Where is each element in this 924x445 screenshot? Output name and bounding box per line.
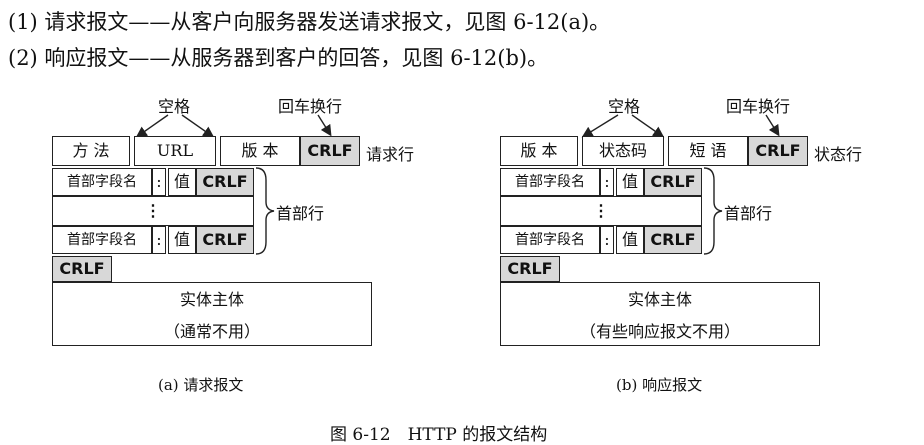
- request-line-crlf: CRLF: [300, 136, 360, 166]
- header-colon-2: :: [600, 226, 614, 254]
- figure-caption: 图 6-12 HTTP 的报文结构: [330, 425, 548, 445]
- response-message-diagram: 空格 回车换行 版 本 状态码 短 语 CRLF 状态行 首部字段名 : 值 C…: [448, 88, 868, 394]
- status-code-field: 状态码: [582, 136, 664, 166]
- crlf-top-label: 回车换行: [726, 97, 791, 116]
- space-arrow-right: [181, 114, 215, 138]
- header-colon-1: :: [152, 168, 166, 196]
- blank-line-crlf: CRLF: [52, 256, 112, 282]
- entity-body-note: （有些响应报文不用）: [579, 322, 740, 341]
- header-lines-label: 首部行: [276, 204, 325, 223]
- entity-body-note: （通常不用）: [163, 322, 260, 341]
- header-value-1: 值: [168, 168, 196, 196]
- space-arrow-right: [631, 114, 665, 138]
- header-crlf-2: CRLF: [644, 226, 702, 254]
- entity-body: 实体主体 （通常不用）: [52, 282, 372, 346]
- version-field: 版 本: [500, 136, 578, 166]
- crlf-arrow: [317, 114, 332, 137]
- header-value-2: 值: [168, 226, 196, 254]
- header-name-1: 首部字段名: [52, 168, 152, 196]
- request-caption: (a) 请求报文: [158, 376, 244, 394]
- header-ellipsis-row: ⋮: [52, 196, 254, 226]
- header-colon-2: :: [152, 226, 166, 254]
- crlf-arrow: [765, 114, 780, 137]
- response-arrows: [581, 114, 780, 255]
- vertical-dots: ⋮: [593, 201, 609, 220]
- intro-line-request: (1) 请求报文——从客户向服务器发送请求报文，见图 6-12(a)。: [8, 10, 611, 34]
- version-field: 版 本: [220, 136, 300, 166]
- url-field: URL: [134, 136, 216, 166]
- entity-body-title: 实体主体: [627, 290, 692, 309]
- space-arrow-left: [581, 114, 619, 138]
- space-arrow-left: [135, 114, 169, 138]
- status-line-label: 状态行: [814, 145, 863, 164]
- vertical-dots: ⋮: [145, 201, 161, 220]
- header-value-1: 值: [616, 168, 644, 196]
- request-arrows: [135, 114, 332, 255]
- header-name-2: 首部字段名: [500, 226, 600, 254]
- request-message-diagram: 空格 回车换行 方 法 URL 版 本 CRLF 请求行 首部字段名 : 值 C…: [0, 88, 420, 394]
- header-colon-1: :: [600, 168, 614, 196]
- phrase-field: 短 语: [668, 136, 748, 166]
- header-ellipsis-row: ⋮: [500, 196, 702, 226]
- response-caption: (b) 响应报文: [616, 376, 703, 394]
- request-line-label: 请求行: [366, 145, 415, 164]
- header-brace: [255, 167, 275, 255]
- entity-body: 实体主体 （有些响应报文不用）: [500, 282, 820, 346]
- crlf-top-label: 回车换行: [278, 97, 343, 116]
- status-line-crlf: CRLF: [748, 136, 808, 166]
- method-field: 方 法: [52, 136, 130, 166]
- header-name-2: 首部字段名: [52, 226, 152, 254]
- space-label: 空格: [608, 97, 641, 116]
- intro-line-response: (2) 响应报文——从服务器到客户的回答，见图 6-12(b)。: [8, 46, 549, 70]
- header-brace: [703, 167, 723, 255]
- blank-line-crlf: CRLF: [500, 256, 560, 282]
- header-lines-label: 首部行: [724, 204, 773, 223]
- header-value-2: 值: [616, 226, 644, 254]
- space-label: 空格: [158, 97, 191, 116]
- header-crlf-1: CRLF: [644, 168, 702, 196]
- header-name-1: 首部字段名: [500, 168, 600, 196]
- header-crlf-2: CRLF: [196, 226, 254, 254]
- entity-body-title: 实体主体: [179, 290, 244, 309]
- header-crlf-1: CRLF: [196, 168, 254, 196]
